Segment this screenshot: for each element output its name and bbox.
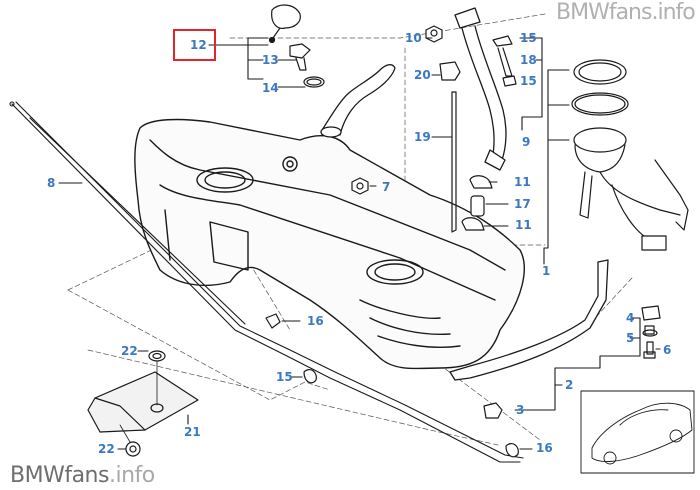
vehicle-thumbnail (580, 390, 695, 474)
part-label-22-upper[interactable]: 22 (121, 344, 138, 358)
part-label-1[interactable]: 1 (542, 264, 551, 278)
fuel-tank (134, 118, 525, 370)
watermark-bottom: BMWfans.info (10, 464, 155, 488)
part-label-16-upper[interactable]: 16 (307, 314, 324, 328)
tank-strap (449, 259, 609, 381)
part-label-18[interactable]: 18 (520, 53, 537, 67)
watermark-top: BMWfans.info (556, 0, 696, 25)
part-label-3[interactable]: 3 (516, 403, 525, 417)
part-label-16-lower[interactable]: 16 (536, 441, 553, 455)
clamp-hose-17 (461, 175, 493, 231)
part-label-22-lower[interactable]: 22 (98, 442, 115, 456)
part-label-6[interactable]: 6 (663, 343, 672, 357)
part-label-15-top[interactable]: 15 (520, 31, 537, 45)
part-label-21[interactable]: 21 (184, 425, 201, 439)
part-label-11-lower[interactable]: 11 (515, 218, 532, 232)
highlight-box-12 (173, 29, 216, 61)
part-label-5[interactable]: 5 (626, 331, 635, 345)
clips-15-16 (265, 313, 519, 458)
watermark-bottom-main: BMWfans (10, 463, 109, 488)
fuel-pump-module (571, 59, 689, 251)
vent-hose (320, 64, 396, 138)
part-label-17[interactable]: 17 (514, 197, 531, 211)
part-label-4[interactable]: 4 (626, 311, 635, 325)
small-fasteners-top (425, 25, 461, 233)
leader-lines (58, 37, 661, 450)
part-label-9[interactable]: 9 (522, 135, 531, 149)
part-label-2[interactable]: 2 (565, 378, 574, 392)
part-label-15-mid[interactable]: 15 (520, 74, 537, 88)
watermark-bottom-suffix: .info (108, 463, 155, 488)
fuel-line-8 (9, 101, 524, 463)
filler-neck (454, 7, 507, 171)
part-label-19[interactable]: 19 (414, 130, 431, 144)
fasteners-4-5-6 (641, 305, 661, 359)
part-label-8[interactable]: 8 (47, 176, 56, 190)
part-label-10[interactable]: 10 (405, 31, 422, 45)
part-label-15-bottom[interactable]: 15 (276, 370, 293, 384)
part-label-13[interactable]: 13 (262, 53, 279, 67)
part-label-12[interactable]: 12 (190, 38, 207, 52)
hose-18-clamps (492, 35, 517, 87)
part-label-14[interactable]: 14 (262, 81, 279, 95)
nut-7 (351, 177, 369, 195)
fuel-cap-assembly (268, 4, 325, 88)
part-label-20[interactable]: 20 (414, 68, 431, 82)
clip-3 (483, 402, 503, 419)
part-label-7[interactable]: 7 (382, 180, 391, 194)
heat-shield-21 (87, 350, 199, 457)
part-label-11-upper[interactable]: 11 (514, 175, 531, 189)
